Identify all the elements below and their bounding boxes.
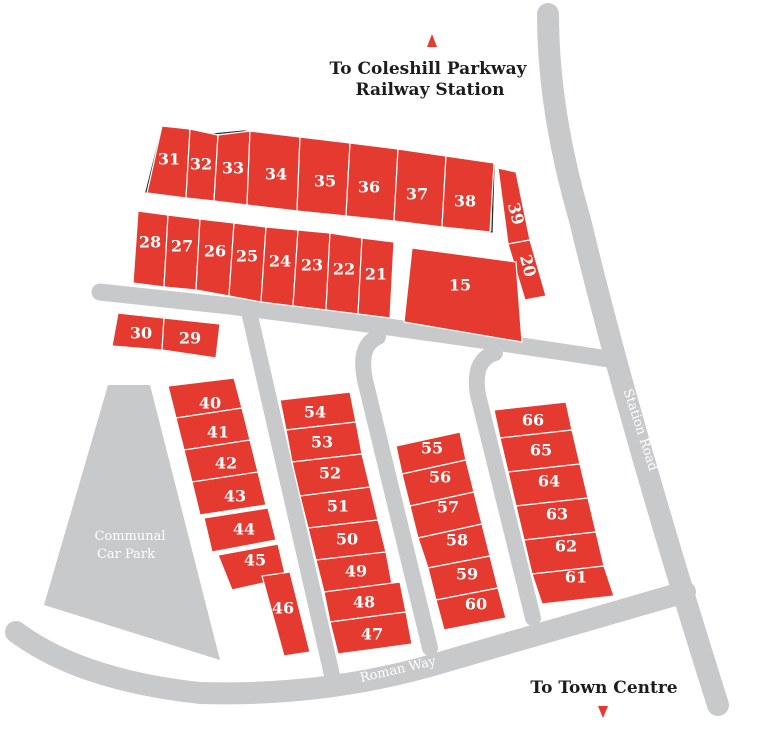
plot-61[interactable]	[531, 565, 615, 605]
plot-label-43: 43	[224, 487, 246, 506]
plot-label-50: 50	[336, 530, 358, 549]
plot-label-63: 63	[546, 505, 568, 524]
spur-road-1	[242, 308, 340, 683]
terrace-54-47	[279, 391, 413, 655]
plot-label-55: 55	[421, 439, 443, 458]
plot-43[interactable]	[191, 471, 267, 516]
terrace-66-61	[493, 401, 615, 605]
plot-label-44: 44	[233, 520, 255, 539]
terrace-28-21	[132, 210, 395, 319]
plot-label-61: 61	[565, 568, 587, 587]
plot-60[interactable]	[435, 587, 507, 631]
plot-label-56: 56	[429, 468, 451, 487]
plot-label-60: 60	[465, 595, 487, 614]
plot-label-59: 59	[456, 565, 478, 584]
plot-label-51: 51	[327, 497, 349, 516]
plot-label-46: 46	[272, 599, 294, 618]
plot-38[interactable]	[441, 155, 495, 233]
plot-15[interactable]	[403, 247, 523, 343]
plot-label-47: 47	[361, 625, 383, 644]
plot-label-57: 57	[437, 498, 459, 517]
plot-label-37: 37	[406, 185, 428, 204]
north-destination-line2: Railway Station	[355, 80, 504, 100]
car-park-label-line2: Car Park	[97, 547, 155, 562]
plot-label-66: 66	[522, 411, 544, 430]
car-park-label-line1: Communal	[94, 529, 165, 544]
plot-label-65: 65	[530, 441, 552, 460]
plot-label-30: 30	[130, 324, 152, 343]
plot-label-22: 22	[333, 260, 355, 279]
plot-label-33: 33	[222, 159, 244, 178]
north-destination-line1: To Coleshill Parkway	[330, 59, 528, 79]
plot-label-32: 32	[190, 155, 212, 174]
plot-label-40: 40	[199, 394, 221, 413]
plot-label-23: 23	[301, 256, 323, 275]
plot-label-34: 34	[265, 165, 287, 184]
plot-label-15: 15	[449, 276, 471, 295]
plot-label-38: 38	[454, 192, 476, 211]
spur-road-2	[355, 329, 438, 656]
plot-label-54: 54	[304, 403, 326, 422]
north-arrow-icon	[427, 34, 437, 47]
plot-46[interactable]	[261, 571, 311, 657]
plot-label-29: 29	[179, 329, 201, 348]
station-road	[537, 3, 729, 716]
plot-label-62: 62	[555, 537, 577, 556]
terrace-31-38	[145, 125, 495, 233]
communal-car-park	[44, 385, 220, 660]
plot-label-24: 24	[269, 252, 291, 271]
plot-label-31: 31	[158, 150, 180, 169]
plot-label-26: 26	[204, 242, 226, 261]
plot-label-64: 64	[538, 472, 560, 491]
plot-label-53: 53	[311, 433, 333, 452]
plot-label-48: 48	[353, 593, 375, 612]
plot-44[interactable]	[203, 507, 277, 553]
main-east-west-road	[91, 283, 624, 369]
plot-label-25: 25	[236, 247, 258, 266]
plot-20[interactable]	[507, 239, 547, 301]
south-destination: To Town Centre	[530, 678, 677, 698]
plot-label-28: 28	[139, 233, 161, 252]
plot-label-58: 58	[446, 531, 468, 550]
terrace-40-46	[167, 377, 311, 657]
plot-47[interactable]	[329, 611, 413, 655]
terrace-55-60	[395, 431, 507, 631]
south-arrow-icon	[598, 706, 608, 718]
plot-29[interactable]	[161, 317, 221, 359]
plot-label-35: 35	[314, 172, 336, 191]
plot-label-21: 21	[365, 265, 387, 284]
plot-label-49: 49	[345, 562, 367, 581]
plot-label-45: 45	[244, 551, 266, 570]
plot-label-42: 42	[215, 454, 237, 473]
roman-way	[5, 581, 696, 705]
spur-road-3	[468, 345, 541, 626]
plot-21[interactable]	[357, 237, 395, 319]
plot-label-41: 41	[207, 423, 229, 442]
plot-label-36: 36	[358, 178, 380, 197]
plot-label-27: 27	[171, 237, 193, 256]
plot-label-52: 52	[319, 464, 341, 483]
roads	[5, 3, 729, 716]
